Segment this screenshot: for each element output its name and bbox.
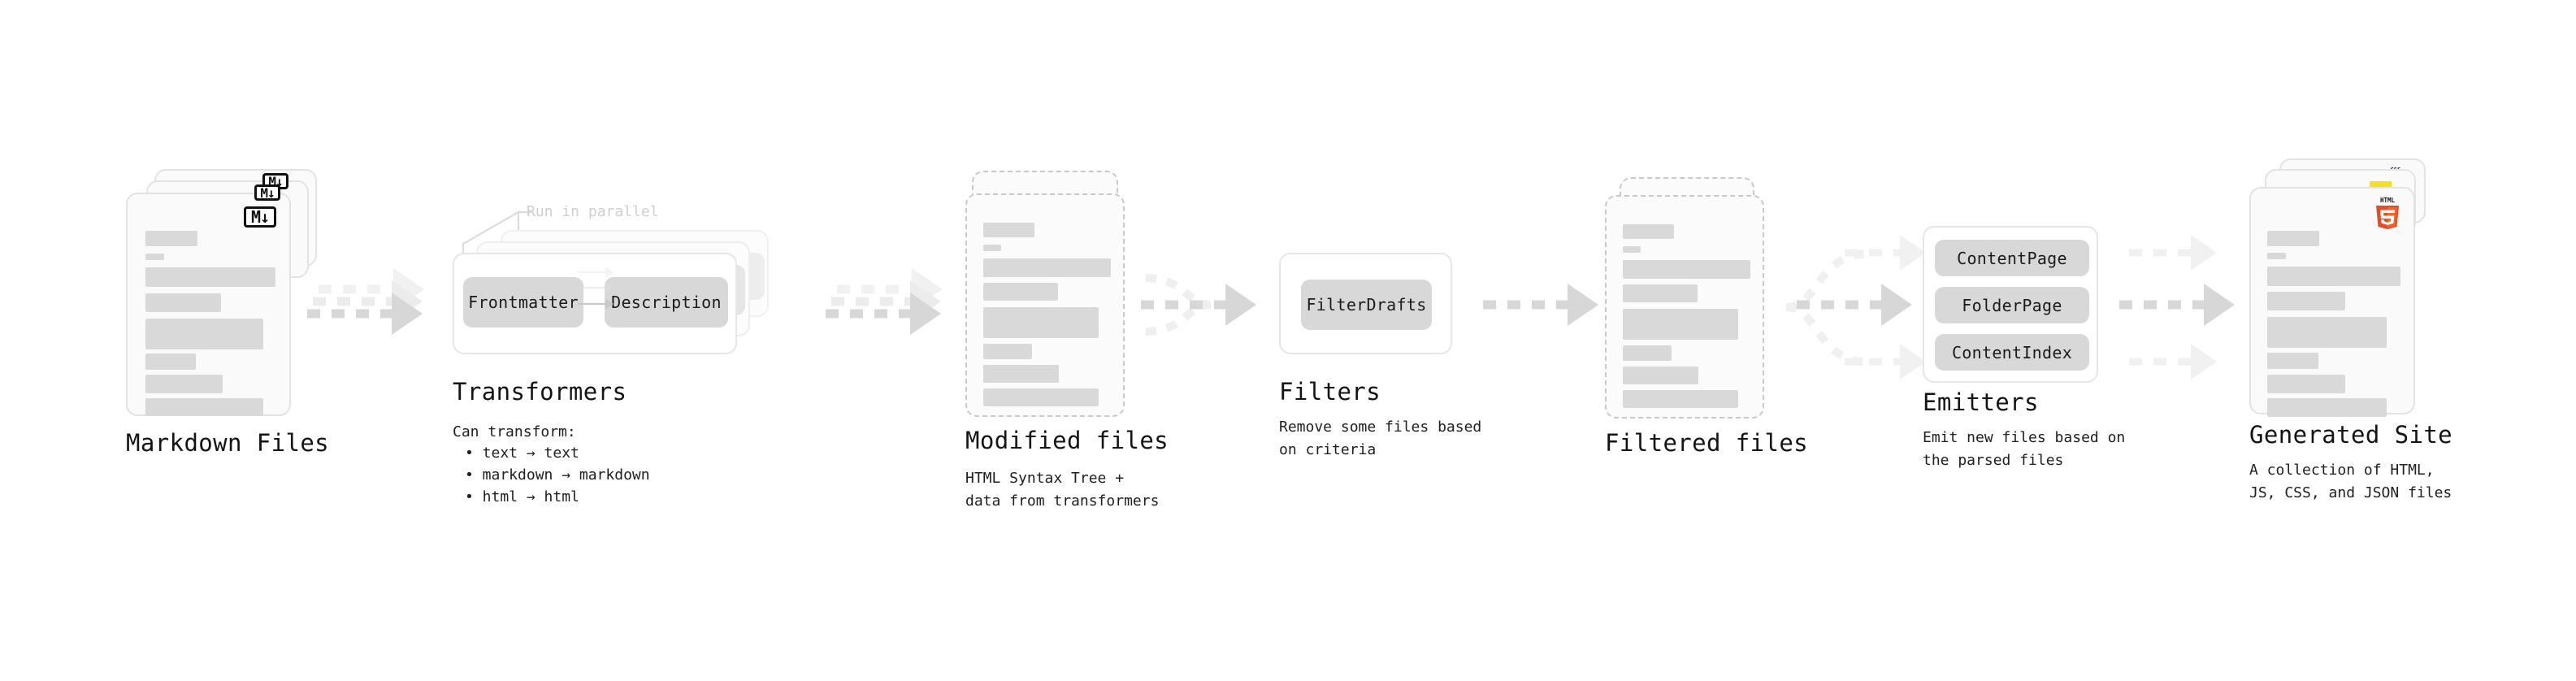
- arrow-transformers-to-modified: [826, 293, 941, 335]
- doc-bar: [983, 223, 1034, 237]
- doc-bar: [1623, 309, 1738, 340]
- filters-heading: Filters: [1279, 378, 1381, 406]
- transformer-inner-arrow-ghost: [578, 282, 614, 293]
- arrow-emitters-to-site-top: [2129, 234, 2217, 271]
- markdown-file-card-front: M↓: [126, 193, 291, 416]
- modified-files-heading: Modified files: [965, 427, 1169, 454]
- arrow-emitters-to-site-bottom: [2129, 343, 2217, 380]
- generated-site-card-front: HTML: [2249, 187, 2415, 417]
- doc-bar: [2267, 253, 2286, 259]
- arrow-filters-to-filtered: [1483, 284, 1598, 326]
- doc-bar: [145, 254, 164, 260]
- transformers-bullet-2: • html → html: [465, 488, 579, 505]
- doc-bar: [2267, 231, 2319, 246]
- emitter-chip-contentpage[interactable]: ContentPage: [1935, 240, 2089, 276]
- doc-bar: [1623, 284, 1698, 302]
- filtered-file-card-front: [1605, 195, 1764, 419]
- doc-bar: [1623, 224, 1674, 239]
- doc-bar: [2267, 398, 2387, 417]
- arrow-emitters-to-site: [2119, 284, 2235, 326]
- doc-bar: [983, 388, 1099, 406]
- transformers-bullet-1: • markdown → markdown: [465, 466, 650, 484]
- doc-bar: [2267, 353, 2318, 369]
- transformers-subtitle: Can transform:: [453, 423, 576, 440]
- doc-bar: [145, 354, 196, 370]
- doc-bar: [2267, 292, 2345, 310]
- doc-bar: [2267, 375, 2345, 393]
- doc-bar: [145, 375, 223, 393]
- transformer-chip-description[interactable]: Description: [605, 277, 728, 327]
- emitters-panel: ContentPage FolderPage ContentIndex: [1923, 226, 2098, 383]
- doc-bar: [145, 231, 197, 246]
- filters-panel: FilterDrafts: [1279, 253, 1452, 354]
- modified-files-subtitle: HTML Syntax Tree + data from transformer…: [965, 470, 1160, 510]
- svg-text:HTML: HTML: [2380, 197, 2396, 204]
- doc-bar: [983, 307, 1099, 338]
- filter-chip-filterdrafts[interactable]: FilterDrafts: [1301, 280, 1432, 330]
- arrow-modified-to-filters: [1141, 284, 1256, 326]
- generated-site-heading: Generated Site: [2249, 421, 2453, 449]
- doc-bar: [1623, 246, 1641, 253]
- doc-bar: [2267, 317, 2387, 348]
- doc-bar: [983, 344, 1032, 359]
- filtered-files-heading: Filtered files: [1605, 429, 1809, 457]
- doc-bar: [145, 267, 275, 287]
- doc-bar: [983, 245, 1001, 251]
- doc-bar: [1623, 260, 1750, 279]
- doc-bar: [1623, 367, 1698, 384]
- doc-bar: [983, 283, 1058, 301]
- doc-bar: [1623, 390, 1738, 408]
- doc-bar: [1623, 345, 1672, 361]
- doc-bar: [145, 398, 263, 416]
- emitters-heading: Emitters: [1923, 388, 2039, 416]
- run-in-parallel-label: Run in parallel: [527, 203, 659, 220]
- arrow-filtered-to-emitters-bottom: [1845, 343, 1926, 380]
- doc-bar: [983, 365, 1059, 383]
- transformer-inner-arrow: [578, 298, 614, 310]
- transformers-heading: Transformers: [453, 378, 627, 406]
- transformer-panel-front: Frontmatter Description: [453, 253, 737, 354]
- transformer-chip-frontmatter[interactable]: Frontmatter: [463, 277, 583, 327]
- html5-badge: HTML: [2376, 197, 2399, 229]
- doc-bar: [145, 319, 263, 349]
- emitter-chip-folderpage[interactable]: FolderPage: [1935, 287, 2089, 323]
- arrow-markdown-to-transformers: [307, 293, 423, 335]
- transformers-bullet-0: • text → text: [465, 445, 579, 462]
- doc-bar: [2267, 267, 2400, 286]
- filters-subtitle: Remove some files based on criteria: [1279, 419, 1482, 458]
- emitter-chip-contentindex[interactable]: ContentIndex: [1935, 334, 2089, 371]
- arrow-filtered-to-emitters: [1797, 284, 1912, 326]
- transformer-inner-arrow-ghost2: [578, 267, 614, 278]
- markdown-badge-mid: M↓: [254, 184, 280, 201]
- doc-bar: [145, 293, 221, 312]
- arrow-filtered-to-emitters-top: [1845, 234, 1926, 271]
- markdown-files-heading: Markdown Files: [126, 429, 330, 457]
- markdown-badge: M↓: [244, 206, 276, 228]
- doc-bar: [983, 258, 1111, 277]
- generated-site-subtitle: A collection of HTML, JS, CSS, and JSON …: [2249, 462, 2452, 501]
- modified-file-card-front: [965, 193, 1125, 417]
- emitters-subtitle: Emit new files based on the parsed files: [1923, 429, 2126, 469]
